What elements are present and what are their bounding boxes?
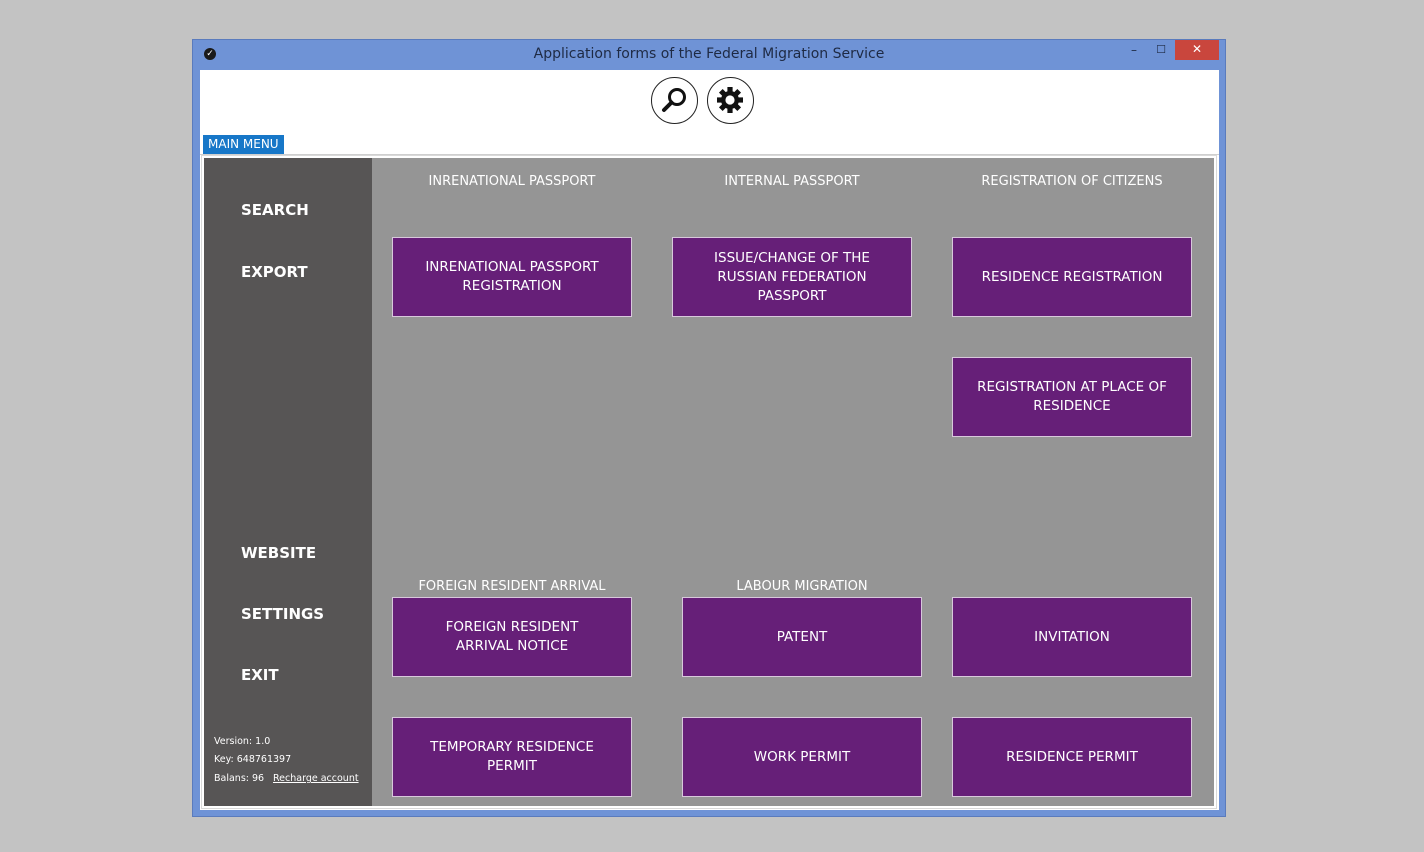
balance-label: Balans: 96 bbox=[214, 773, 265, 784]
toolbar bbox=[200, 70, 1219, 132]
registration-place-of-residence-tile[interactable]: REGISTRATION AT PLACE OF RESIDENCE bbox=[952, 357, 1192, 437]
search-tool-button[interactable] bbox=[651, 77, 698, 124]
section-internal-passport: INTERNAL PASSPORT bbox=[724, 174, 860, 189]
sidebar-item-settings[interactable]: SETTINGS bbox=[241, 605, 325, 623]
section-labour-migration: LABOUR MIGRATION bbox=[736, 579, 868, 594]
invitation-tile[interactable]: INVITATION bbox=[952, 597, 1192, 677]
close-button[interactable]: ✕ bbox=[1175, 40, 1219, 60]
section-registration-of-citizens: REGISTRATION OF CITIZENS bbox=[981, 174, 1163, 189]
version-label: Version: 1.0 bbox=[214, 736, 271, 747]
license-key-label: Key: 648761397 bbox=[214, 754, 292, 765]
app-window: ✓ Application forms of the Federal Migra… bbox=[192, 39, 1226, 817]
work-permit-tile[interactable]: WORK PERMIT bbox=[682, 717, 922, 797]
sidebar-item-export[interactable]: EXPORT bbox=[241, 263, 308, 281]
sidebar-item-search[interactable]: SEARCH bbox=[241, 201, 309, 219]
international-passport-registration-tile[interactable]: INRENATIONAL PASSPORT REGISTRATION bbox=[392, 237, 632, 317]
app-logo-icon: ✓ bbox=[204, 48, 216, 60]
sidebar-item-exit[interactable]: EXIT bbox=[241, 666, 279, 684]
issue-change-passport-tile[interactable]: ISSUE/CHANGE OF THE RUSSIAN FEDERATION P… bbox=[672, 237, 912, 317]
section-international-passport: INRENATIONAL PASSPORT bbox=[428, 174, 596, 189]
settings-tool-button[interactable] bbox=[707, 77, 754, 124]
sidebar: SEARCH EXPORT WEBSITE SETTINGS EXIT Vers… bbox=[204, 158, 372, 806]
tab-main-menu[interactable]: MAIN MENU bbox=[203, 135, 284, 154]
maximize-button[interactable]: ☐ bbox=[1156, 43, 1166, 56]
sidebar-item-website[interactable]: WEBSITE bbox=[241, 544, 317, 562]
minimize-button[interactable]: – bbox=[1131, 43, 1137, 57]
main-menu-panel: SEARCH EXPORT WEBSITE SETTINGS EXIT Vers… bbox=[201, 155, 1217, 809]
section-foreign-resident-arrival: FOREIGN RESIDENT ARRIVAL bbox=[418, 579, 606, 594]
temporary-residence-permit-tile[interactable]: TEMPORARY RESIDENCE PERMIT bbox=[392, 717, 632, 797]
tab-strip: MAIN MENU bbox=[200, 132, 1219, 155]
window-title: Application forms of the Federal Migrati… bbox=[533, 46, 885, 62]
recharge-account-link[interactable]: Recharge account bbox=[273, 773, 359, 784]
search-icon bbox=[662, 88, 686, 112]
title-bar[interactable]: ✓ Application forms of the Federal Migra… bbox=[193, 40, 1225, 70]
residence-registration-tile[interactable]: RESIDENCE REGISTRATION bbox=[952, 237, 1192, 317]
patent-tile[interactable]: PATENT bbox=[682, 597, 922, 677]
client-area: MAIN MENU SEARCH EXPORT WEBSITE SETTINGS… bbox=[200, 70, 1219, 810]
gear-icon bbox=[717, 87, 743, 113]
residence-permit-tile[interactable]: RESIDENCE PERMIT bbox=[952, 717, 1192, 797]
foreign-resident-arrival-notice-tile[interactable]: FOREIGN RESIDENT ARRIVAL NOTICE bbox=[392, 597, 632, 677]
